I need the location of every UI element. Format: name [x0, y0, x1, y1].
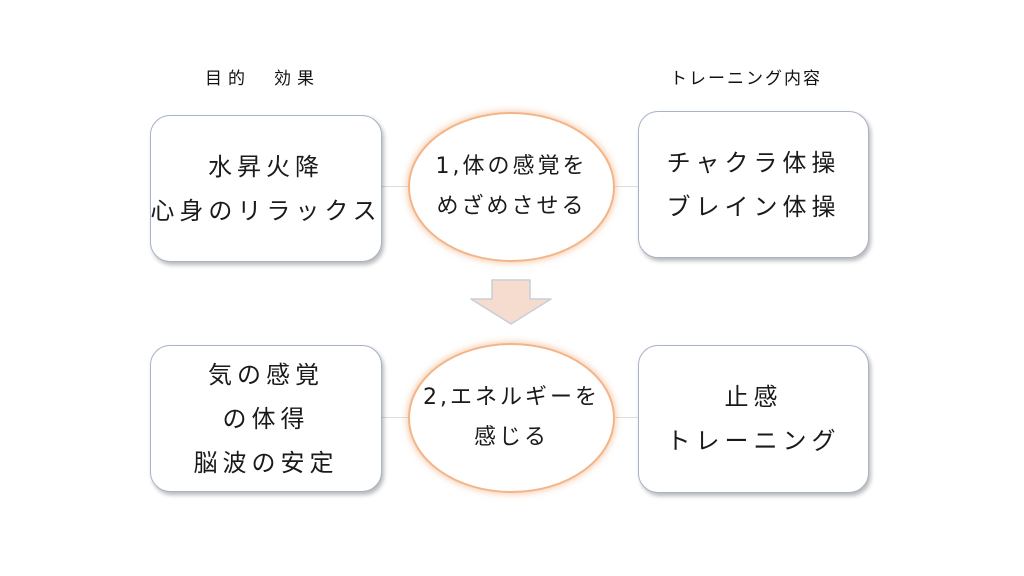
row2-stage-line-2: 感じる	[473, 425, 549, 450]
header-training-content: トレーニング内容	[670, 69, 822, 89]
connector-row1-left	[382, 186, 412, 187]
header-purpose-effect: 目的 効果	[205, 69, 320, 89]
row1-stage-line-2: めざめさせる	[436, 194, 587, 219]
row2-stage-line-1: 2,エネルギーを	[423, 385, 600, 410]
connector-row2-right	[614, 417, 640, 418]
row1-training-line-2: ブレイン体操	[666, 192, 841, 221]
row2-training-line-1: 止感	[724, 383, 783, 411]
down-arrow-icon	[470, 279, 552, 325]
row2-purpose-line-3: 脳波の安定	[193, 448, 339, 477]
row2-training-line-2: トレーニング	[666, 427, 841, 455]
row1-training-box: チャクラ体操 ブレイン体操	[638, 111, 869, 258]
row1-stage-line-1: 1,体の感覚を	[435, 154, 588, 179]
connector-row1-right	[614, 186, 640, 187]
row2-purpose-line-1: 気の感覚	[208, 360, 324, 389]
row1-purpose-line-2: 心身のリラックス	[150, 196, 382, 225]
row2-training-box: 止感 トレーニング	[638, 345, 869, 493]
row2-purpose-box: 気の感覚 の体得 脳波の安定	[150, 345, 382, 492]
row1-training-line-1: チャクラ体操	[666, 148, 841, 177]
row2-stage-ellipse: 2,エネルギーを 感じる	[408, 343, 615, 493]
row1-stage-ellipse: 1,体の感覚を めざめさせる	[408, 112, 615, 262]
row1-purpose-line-1: 水昇火降	[208, 152, 324, 181]
row1-purpose-box: 水昇火降 心身のリラックス	[150, 115, 382, 262]
connector-row2-left	[382, 417, 412, 418]
row2-purpose-line-2: の体得	[222, 404, 310, 433]
